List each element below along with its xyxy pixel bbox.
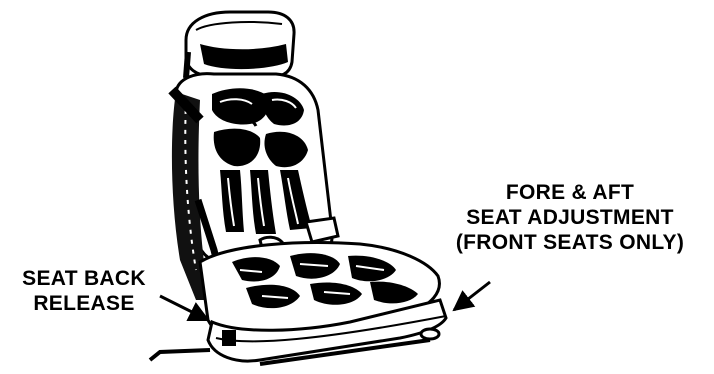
fore-aft-line2: SEAT ADJUSTMENT	[430, 205, 710, 230]
fore-aft-adjustment-label: FORE & AFT SEAT ADJUSTMENT (FRONT SEATS …	[430, 180, 710, 255]
headrest	[186, 12, 294, 78]
seat-back-release-line1: SEAT BACK	[6, 266, 162, 291]
fore-aft-line1: FORE & AFT	[430, 180, 710, 205]
seat-back-release-line2: RELEASE	[6, 291, 162, 316]
fore-aft-line3: (FRONT SEATS ONLY)	[430, 230, 710, 255]
fore-aft-arrow	[454, 282, 490, 310]
seat-back-release-label: SEAT BACK RELEASE	[6, 266, 162, 316]
